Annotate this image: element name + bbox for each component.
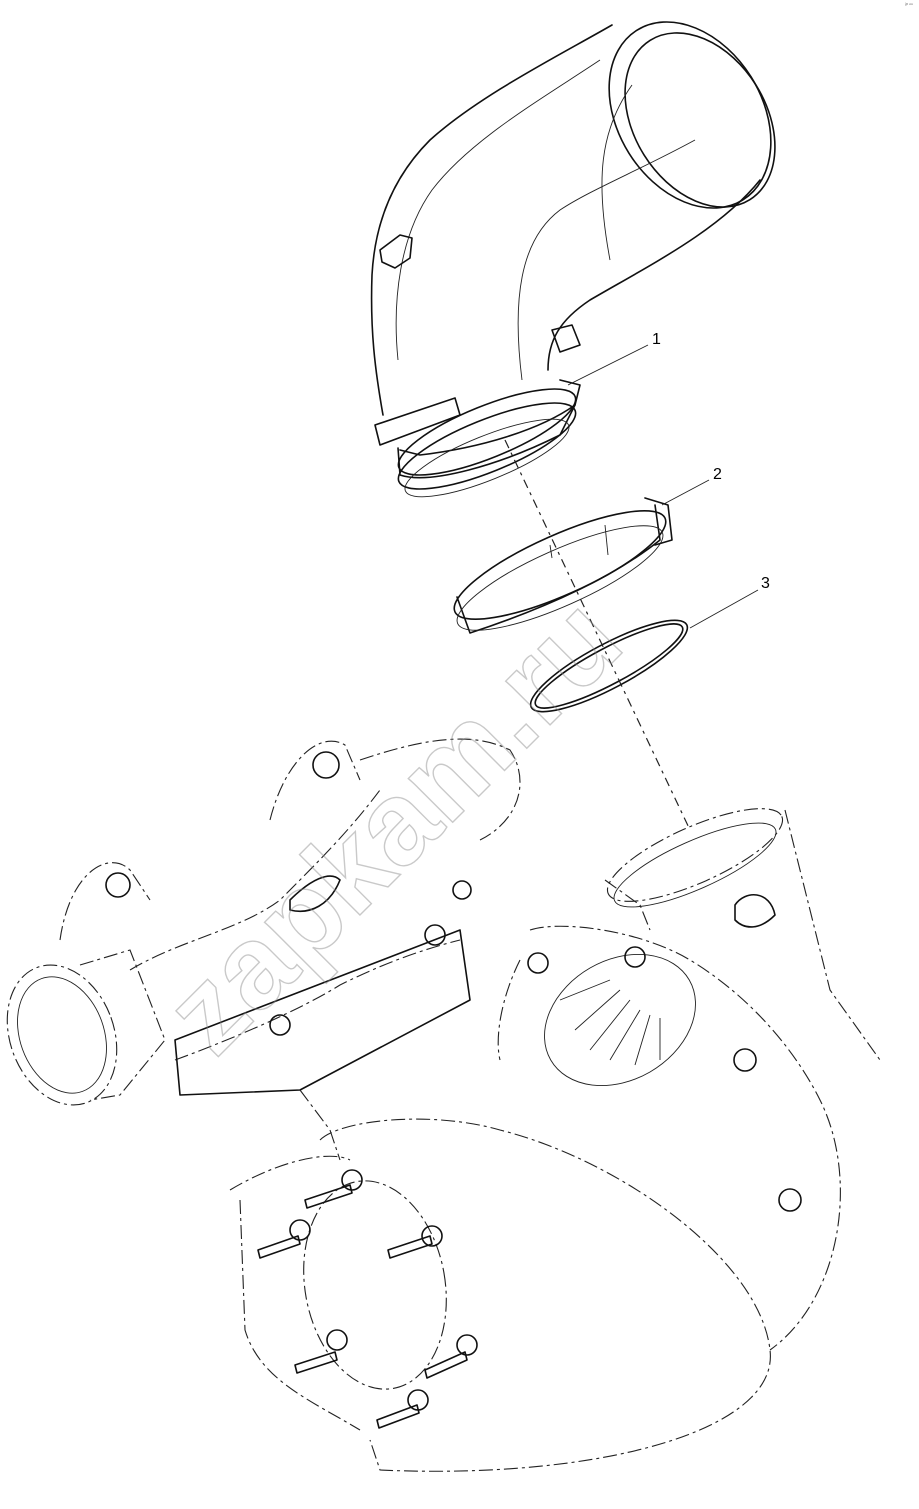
- callout-3: 3: [689, 575, 770, 629]
- callout-1: 1: [567, 331, 661, 386]
- compressor-wheel: [544, 953, 696, 1087]
- callout-2-label: 2: [713, 466, 722, 483]
- volute-bolts: [527, 946, 802, 1212]
- corner-mark: ⁝ᵖ ⁿⁿ: [904, 2, 913, 8]
- turbocharger-assembly-phantom: [229, 808, 881, 1472]
- callout-1-label: 1: [652, 331, 661, 348]
- elbow-pipe-part-1[interactable]: [370, 0, 806, 511]
- watermark-text: zapkam.ru: [140, 572, 646, 1078]
- callout-3-label: 3: [761, 575, 770, 592]
- callout-2: 2: [661, 466, 722, 506]
- flange-studs: [257, 1169, 478, 1429]
- clamp-band-part-2[interactable]: [443, 491, 678, 649]
- exhaust-manifold-phantom: [6, 738, 521, 1161]
- assembly-axis-line: [504, 439, 691, 831]
- sealing-ring-part-3[interactable]: [521, 605, 697, 726]
